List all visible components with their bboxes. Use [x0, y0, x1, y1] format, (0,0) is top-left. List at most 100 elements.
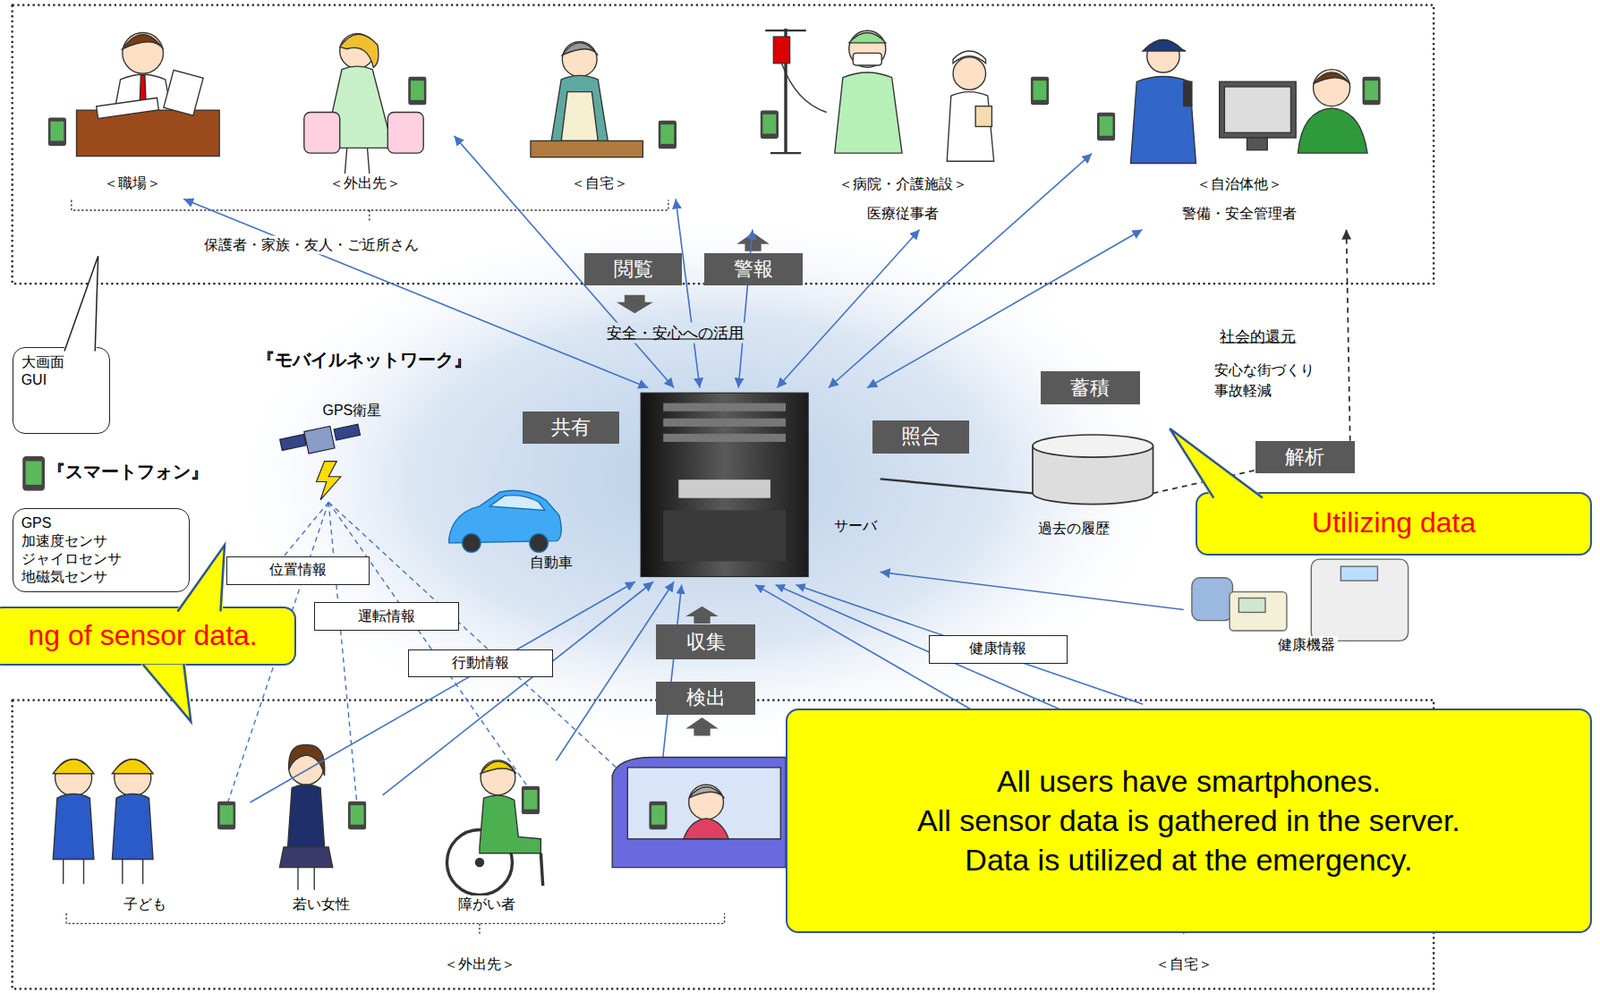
- smartphone-icon: [22, 456, 45, 492]
- medical-staff: [849, 30, 886, 68]
- car-icon: [462, 534, 482, 554]
- node-text: 大画面: [21, 353, 102, 372]
- satellite-link: [328, 502, 531, 792]
- smartphone-icon: [521, 785, 541, 815]
- student-figure: [279, 745, 332, 891]
- data-box: 健康情報: [928, 635, 1068, 664]
- info-callout: GPS加速度センサジャイロセンサ地磁気センサ: [12, 508, 190, 593]
- node-text: ジャイロセンサ: [21, 550, 181, 569]
- medical-staff: [773, 36, 790, 64]
- connector: [1346, 229, 1351, 442]
- medical-staff: [852, 52, 882, 66]
- driver-car: [612, 757, 786, 868]
- driver-car: [683, 818, 729, 840]
- label-text: GPS衛星: [322, 400, 382, 420]
- student-figure: [279, 847, 332, 869]
- smartphone-icon: [348, 801, 367, 831]
- label-text: 自動車: [529, 553, 573, 572]
- satellite: [304, 425, 335, 454]
- security-staff: [1246, 137, 1268, 151]
- health-device: [1238, 598, 1266, 613]
- image-node: 過去の履歴: [1032, 434, 1154, 543]
- health-device: [1340, 566, 1378, 581]
- children-figure: [63, 859, 85, 885]
- node-text: 収集: [686, 629, 726, 656]
- label-text: 社会的還元: [1219, 326, 1296, 348]
- smartphone-icon: [657, 120, 677, 150]
- smartphone-icon: [1361, 76, 1381, 106]
- satellite: [280, 424, 361, 501]
- group-bracket: [71, 200, 669, 222]
- figure-group: 若い女性: [260, 730, 383, 921]
- student-figure: [288, 784, 325, 848]
- connector: [183, 198, 648, 388]
- server-tower: [640, 392, 809, 577]
- flow-arrow: [685, 717, 718, 737]
- region-border: [12, 5, 1434, 284]
- process-box: 蓄積: [1040, 371, 1141, 405]
- office-worker: [163, 69, 204, 116]
- node-text: 地磁気センサ: [21, 568, 181, 587]
- satellite-link: [328, 502, 358, 807]
- process-box: 照合: [872, 420, 970, 454]
- label-text: ＜自宅＞: [1155, 955, 1213, 975]
- callout-pointer: [175, 544, 225, 612]
- children-figure: [111, 759, 154, 775]
- car-icon: [449, 490, 562, 553]
- figure-group: ＜職場＞: [41, 25, 225, 200]
- node-text: 閲覧: [613, 255, 654, 283]
- server-tower: [663, 434, 786, 443]
- figure-group: ＜外出先＞: [275, 25, 455, 200]
- node-text: ＜外出先＞: [326, 174, 404, 194]
- node-text: 照合: [901, 423, 941, 451]
- data-box: 行動情報: [408, 649, 554, 679]
- driver-car: [627, 767, 781, 840]
- node-text: 運転情報: [357, 607, 416, 627]
- node-text: ＜病院・介護施設＞: [835, 175, 971, 195]
- node-text: 警備・安全管理者: [1179, 204, 1300, 224]
- process-box: 共有: [522, 411, 620, 445]
- node-text: All users have smartphones.: [996, 761, 1381, 801]
- background-glow: [213, 204, 1194, 756]
- data-flow-line: [795, 585, 1143, 705]
- flow-arrow: [616, 295, 654, 315]
- health-device: [1191, 559, 1409, 641]
- security-staff: [1130, 39, 1368, 163]
- figure-group: 障がい者: [418, 730, 557, 921]
- wheelchair-user: [540, 853, 543, 887]
- node-text: 子ども: [120, 895, 170, 915]
- shopper: [387, 111, 424, 154]
- node-text: 蓄積: [1070, 374, 1110, 402]
- process-box: 警報: [704, 253, 804, 287]
- node-text: ＜自治体他＞: [1193, 175, 1286, 195]
- callout-pointer: [142, 663, 191, 722]
- server-tower: [663, 418, 786, 427]
- data-box: 位置情報: [226, 556, 370, 586]
- node-text: 解析: [1285, 443, 1325, 471]
- connector: [453, 136, 674, 389]
- label-text: 安心な街づくり: [1214, 361, 1315, 381]
- node-text: 行動情報: [451, 654, 510, 673]
- node-text: 健康情報: [969, 639, 1027, 659]
- office-worker: [76, 33, 221, 157]
- callout-pointer: [1170, 428, 1264, 499]
- node-text: GPS: [21, 514, 181, 533]
- database-cylinder: [1032, 434, 1154, 505]
- student-figure: [289, 745, 325, 776]
- callout-pointer: [1170, 428, 1266, 499]
- office-worker: [122, 33, 164, 75]
- office-worker: [96, 97, 160, 119]
- image-node: サーバ: [622, 388, 881, 583]
- label-text: 事故軽減: [1214, 381, 1272, 400]
- connector: [249, 581, 636, 803]
- car-icon: [489, 495, 545, 511]
- label-text: 『モバイルネットワーク』: [256, 347, 472, 372]
- flow-arrow: [736, 232, 769, 252]
- node-text: 過去の履歴: [1038, 519, 1110, 538]
- car-icon: [529, 534, 549, 554]
- medical-staff: [946, 92, 994, 162]
- health-device: [1191, 578, 1234, 622]
- satellite-link: [328, 502, 658, 807]
- label-text: 保護者・家族・友人・ご近所さん: [201, 235, 422, 255]
